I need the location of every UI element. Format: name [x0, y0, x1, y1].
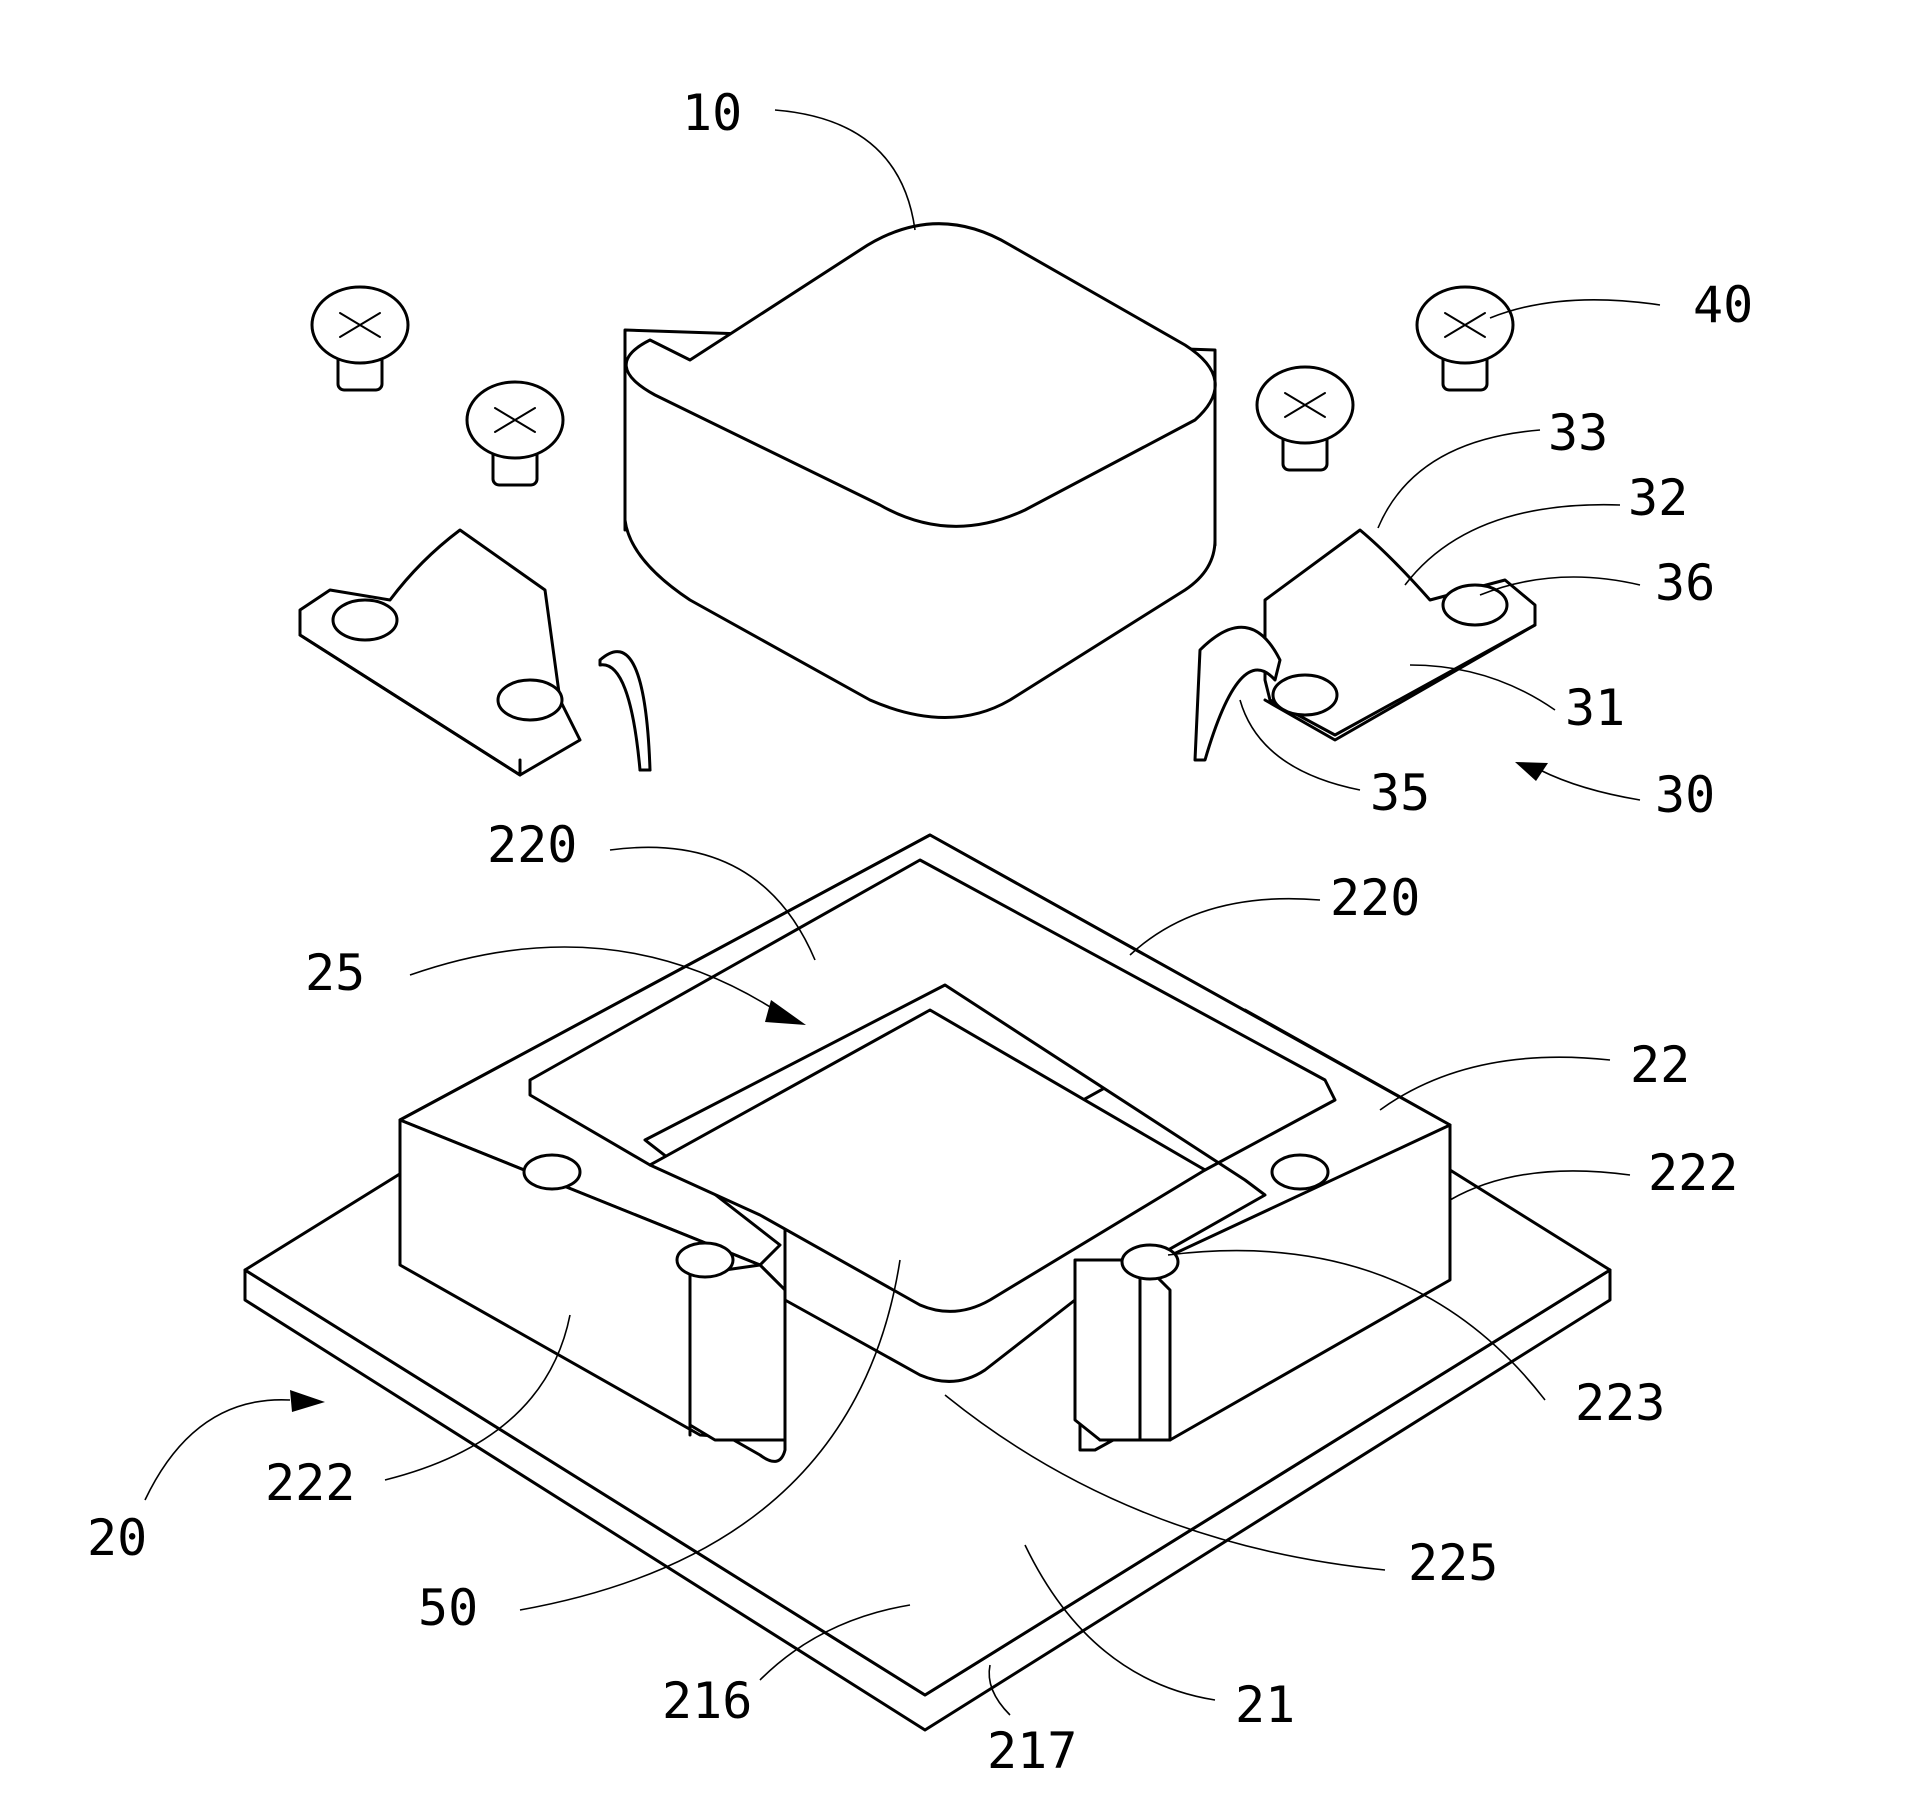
arrow-20 [290, 1390, 325, 1412]
leader-30 [1540, 770, 1640, 800]
ref-223: 223 [1575, 1374, 1665, 1432]
clip-left [300, 530, 650, 775]
screw-c [1257, 367, 1353, 470]
ref-225: 225 [1408, 1534, 1498, 1592]
screw-b [467, 382, 563, 485]
ref-40: 40 [1693, 276, 1753, 334]
ref-222l: 222 [265, 1454, 355, 1512]
ref-50: 50 [418, 1579, 478, 1637]
ref-10: 10 [682, 84, 742, 142]
leader-10 [775, 110, 915, 230]
ref-216: 216 [662, 1672, 752, 1730]
ref-222r: 222 [1648, 1144, 1738, 1202]
leader-220b [1130, 899, 1320, 955]
ref-217: 217 [987, 1722, 1077, 1780]
clip-right [1195, 530, 1535, 760]
ref-32: 32 [1628, 469, 1688, 527]
ref-36: 36 [1655, 554, 1715, 612]
leader-33 [1378, 430, 1540, 528]
ref-25: 25 [305, 944, 365, 1002]
screw-a [312, 287, 408, 390]
block-10 [625, 224, 1215, 718]
leader-22 [1380, 1057, 1610, 1110]
ref-31: 31 [1565, 679, 1625, 737]
leader-32 [1405, 505, 1620, 585]
ref-20: 20 [87, 1509, 147, 1567]
leader-40 [1490, 300, 1660, 318]
ref-22: 22 [1630, 1036, 1690, 1094]
ref-21: 21 [1235, 1676, 1295, 1734]
ref-35: 35 [1370, 764, 1430, 822]
screw-d [1417, 287, 1513, 390]
ref-220a: 220 [487, 816, 577, 874]
ref-30: 30 [1655, 766, 1715, 824]
ref-220b: 220 [1330, 869, 1420, 927]
ref-33: 33 [1548, 404, 1608, 462]
